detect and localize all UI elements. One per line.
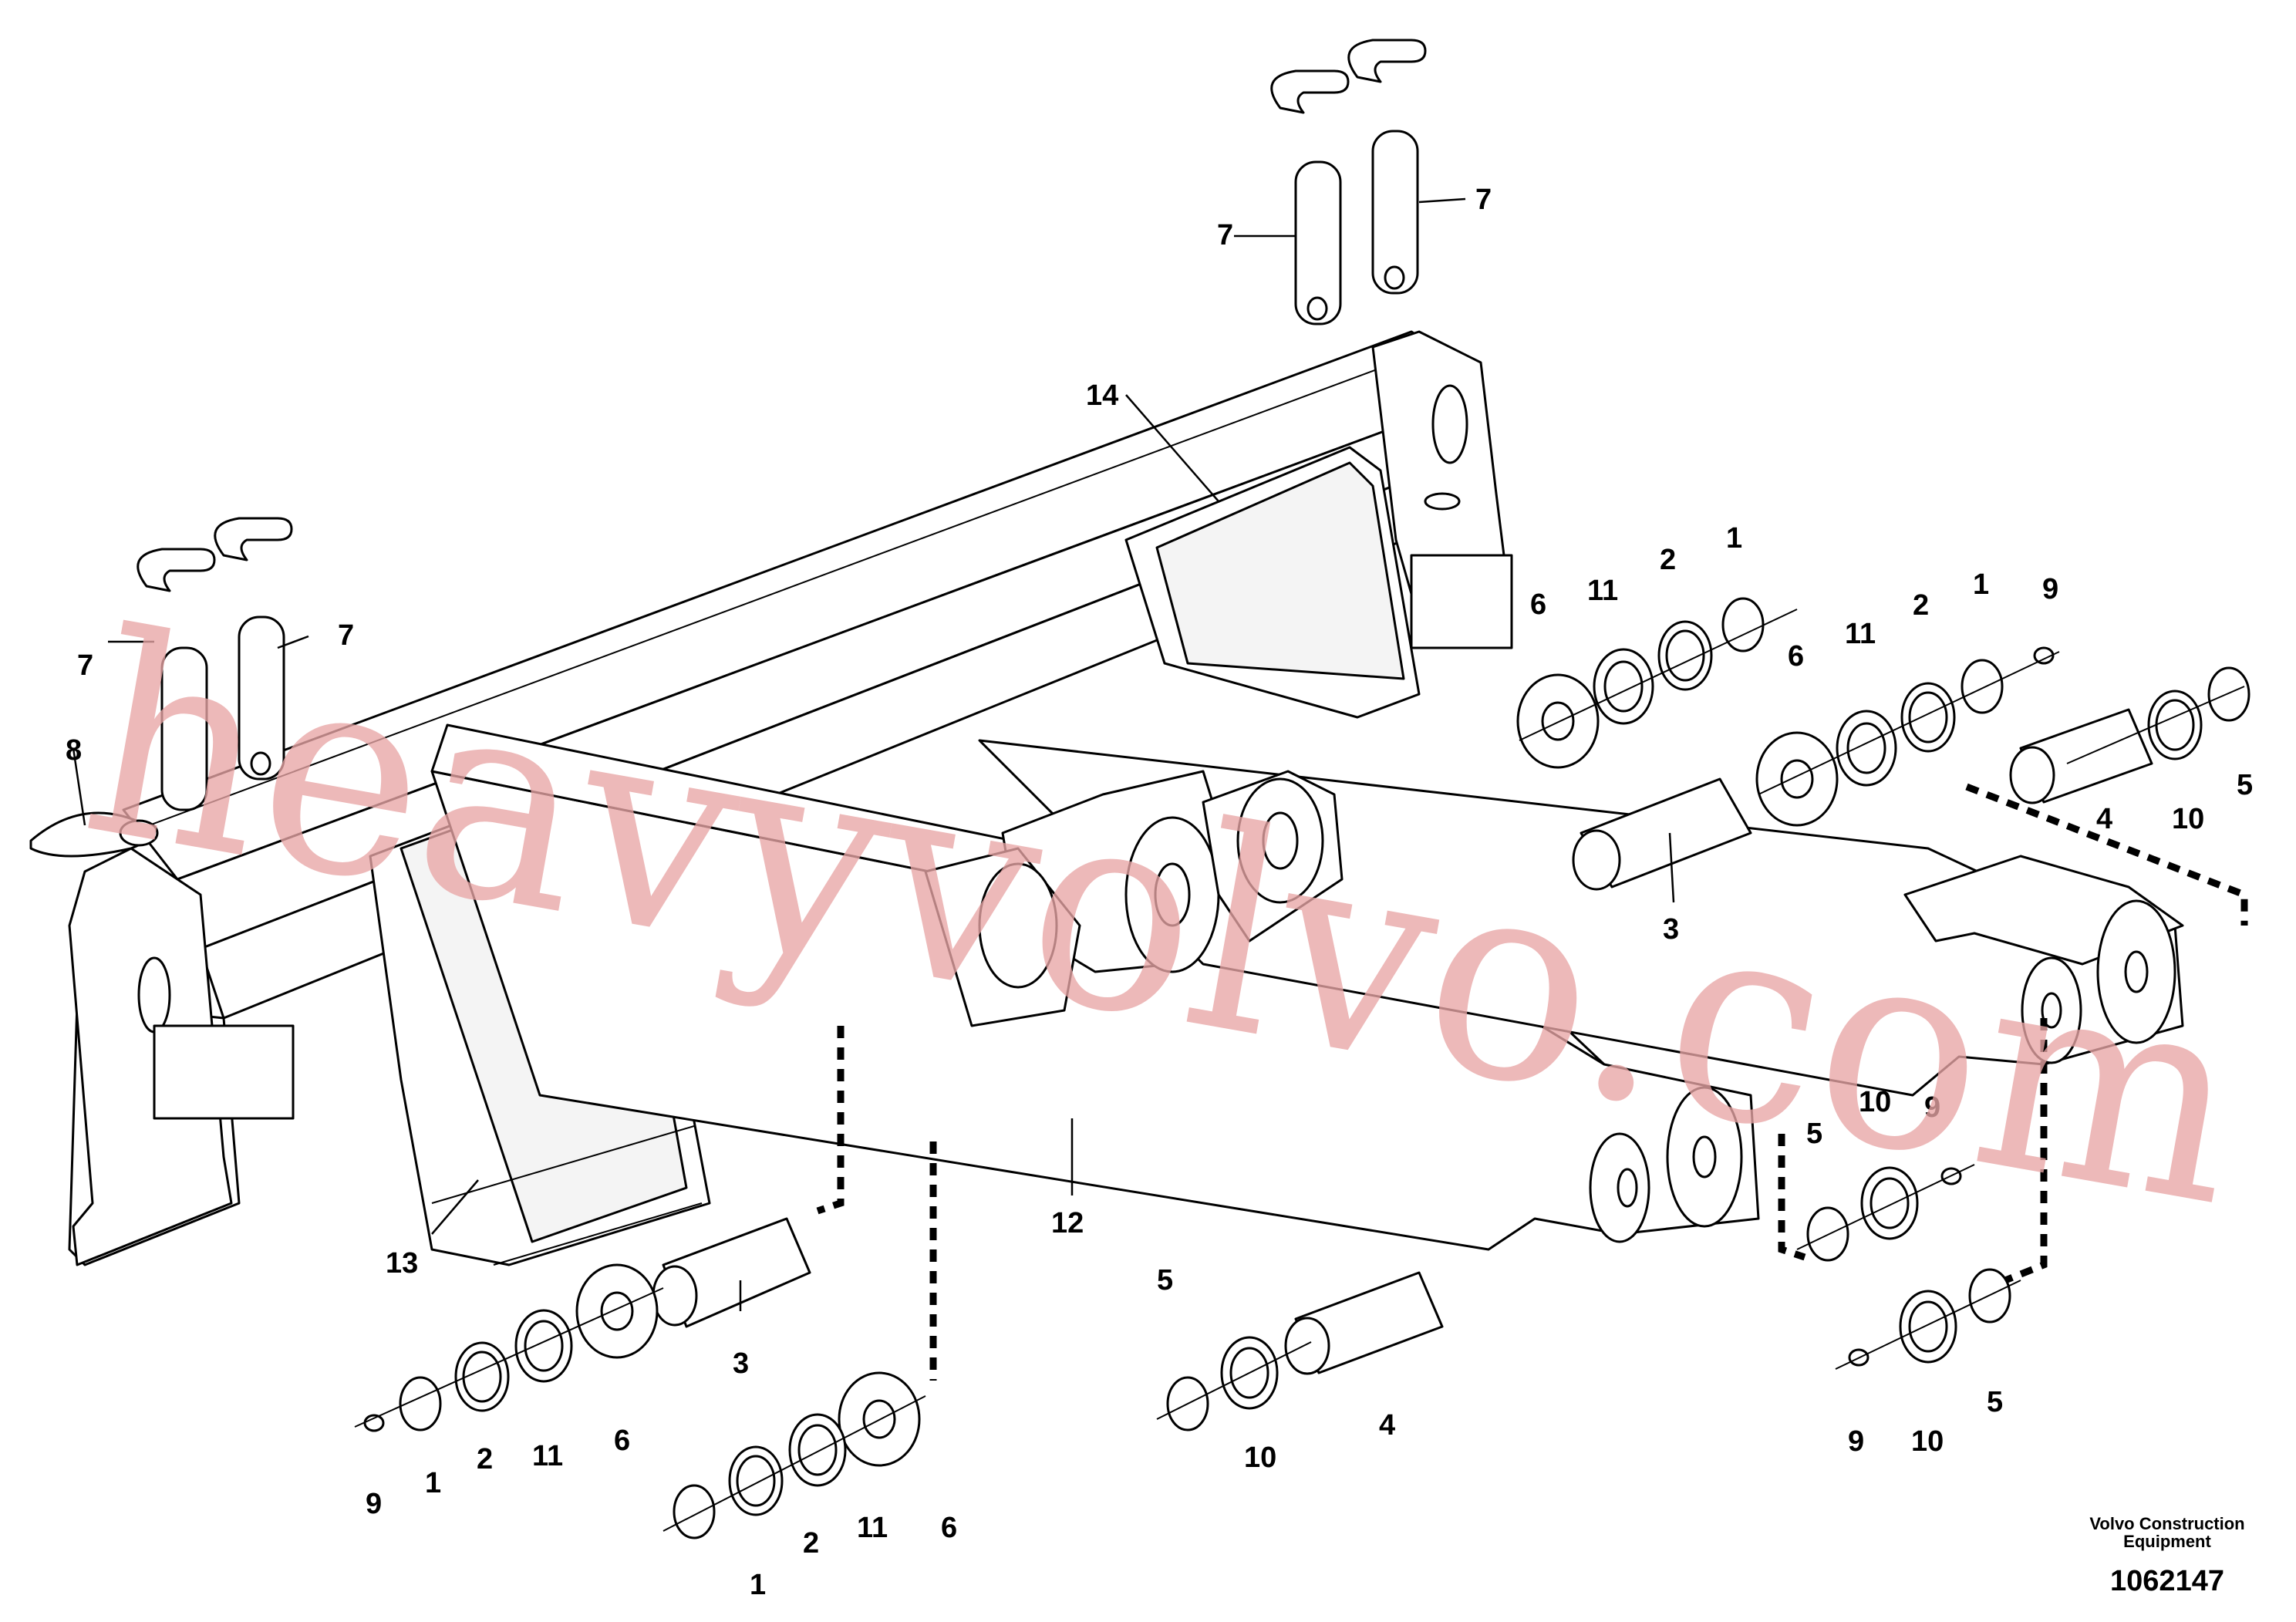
washer-set-upper bbox=[1516, 597, 2250, 827]
callout-4: 4 bbox=[1379, 1409, 1395, 1442]
brand-line-2: Equipment bbox=[2123, 1532, 2211, 1551]
callout-11: 11 bbox=[1845, 618, 1876, 650]
callout-9: 9 bbox=[2042, 573, 2058, 605]
callout-7: 7 bbox=[1217, 219, 1233, 251]
lynch-pin-8 bbox=[29, 811, 159, 858]
callout-6: 6 bbox=[1788, 640, 1804, 673]
callout-3: 3 bbox=[1663, 913, 1679, 946]
callout-5: 5 bbox=[1157, 1264, 1173, 1297]
callout-8: 8 bbox=[66, 734, 82, 767]
callout-4: 4 bbox=[2096, 803, 2112, 835]
callout-7: 7 bbox=[77, 649, 93, 682]
callout-2: 2 bbox=[1660, 544, 1676, 576]
lower-beam-12 bbox=[430, 723, 1760, 1251]
callout-13: 13 bbox=[386, 1247, 418, 1280]
callout-11: 11 bbox=[857, 1512, 888, 1544]
washer-set-lower-right bbox=[1156, 1164, 2021, 1431]
callout-12: 12 bbox=[1051, 1207, 1084, 1239]
callout-1: 1 bbox=[750, 1569, 766, 1601]
callout-9: 9 bbox=[1924, 1091, 1940, 1124]
callout-7: 7 bbox=[338, 619, 354, 652]
lock-pin-7-left-b bbox=[214, 517, 293, 781]
callout-10: 10 bbox=[1244, 1442, 1276, 1474]
callout-1: 1 bbox=[1973, 568, 1989, 601]
callout-1: 1 bbox=[425, 1467, 441, 1499]
callout-2: 2 bbox=[803, 1527, 819, 1560]
callout-9: 9 bbox=[366, 1488, 382, 1520]
callout-5: 5 bbox=[2237, 769, 2253, 801]
pin-3-upper bbox=[1572, 777, 1752, 891]
brand-line-1: Volvo Construction bbox=[2089, 1514, 2244, 1533]
callout-14: 14 bbox=[1086, 379, 1118, 412]
callout-6: 6 bbox=[614, 1425, 630, 1457]
pin-3-lower bbox=[652, 1217, 811, 1328]
cylinder-lugs bbox=[924, 770, 1344, 1027]
footer-block: Volvo Construction Equipment 1062147 bbox=[2089, 1514, 2244, 1597]
side-plate-14 bbox=[1124, 446, 1421, 719]
lock-pin-7-left-a bbox=[137, 548, 216, 811]
callout-labels: 1 1 1 1 2 2 2 2 3 3 4 4 5 5 5 5 6 6 6 6 … bbox=[66, 184, 2253, 1601]
lock-pin-7-right-a bbox=[1270, 69, 1350, 325]
lock-pin-7-right-b bbox=[1347, 39, 1427, 295]
callout-5: 5 bbox=[1806, 1118, 1822, 1150]
callout-7: 7 bbox=[1475, 184, 1492, 216]
callout-1: 1 bbox=[1726, 522, 1742, 555]
pin-4-lower bbox=[1284, 1271, 1444, 1375]
callout-10: 10 bbox=[2172, 803, 2204, 835]
callout-10: 10 bbox=[1911, 1425, 1944, 1458]
callout-2: 2 bbox=[1913, 589, 1929, 622]
callout-10: 10 bbox=[1859, 1086, 1891, 1118]
callout-11: 11 bbox=[1587, 575, 1618, 607]
callout-3: 3 bbox=[733, 1347, 749, 1380]
washer-set-lower-left bbox=[354, 1263, 926, 1539]
callout-6: 6 bbox=[1530, 588, 1546, 621]
callout-2: 2 bbox=[477, 1443, 493, 1475]
callout-11: 11 bbox=[532, 1440, 563, 1472]
pin-4-right bbox=[2009, 708, 2153, 804]
callout-6: 6 bbox=[941, 1512, 957, 1544]
assembly-dash-lines bbox=[816, 783, 2248, 1381]
leader-lines bbox=[72, 197, 1675, 1311]
callout-5: 5 bbox=[1987, 1386, 2003, 1418]
drawing-number: 1062147 bbox=[2110, 1565, 2224, 1597]
callout-9: 9 bbox=[1848, 1425, 1864, 1458]
